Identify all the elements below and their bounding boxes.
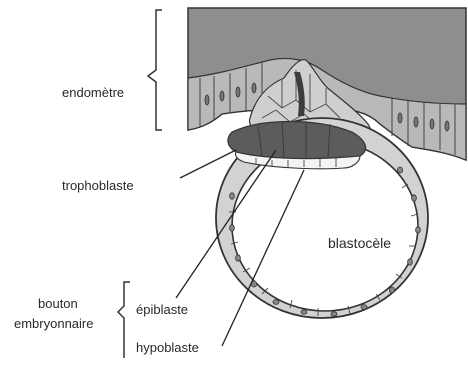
bouton-embryonnaire-bracket (118, 282, 130, 358)
label-embryonnaire: embryonnaire (14, 316, 94, 331)
label-endometre: endomètre (62, 85, 124, 100)
label-epiblaste: épiblaste (136, 302, 188, 317)
label-bouton: bouton (38, 296, 78, 311)
endometre-bracket (148, 10, 162, 130)
label-trophoblaste: trophoblaste (62, 178, 134, 193)
label-hypoblaste: hypoblaste (136, 340, 199, 355)
label-blastocele: blastocèle (328, 235, 391, 251)
